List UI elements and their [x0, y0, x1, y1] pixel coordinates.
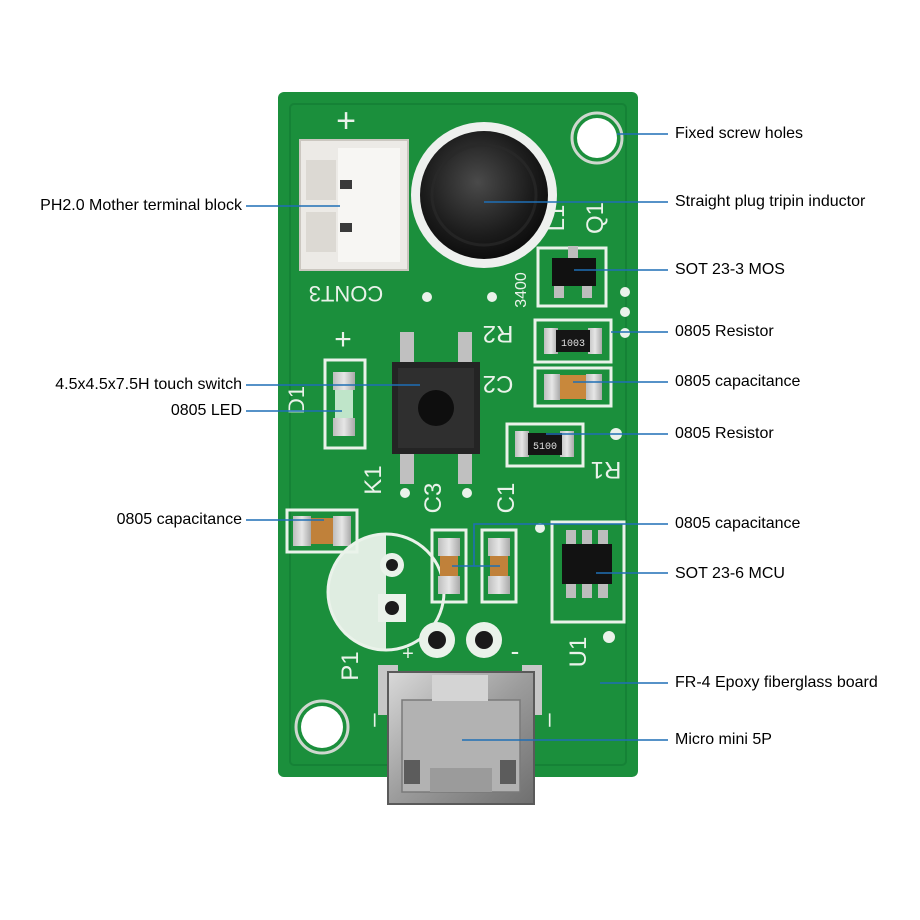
silk-d1: D1 — [284, 386, 309, 414]
silk-3400: 3400 — [513, 272, 530, 308]
mos-transistor — [536, 246, 608, 308]
callout-screw-holes: Fixed screw holes — [675, 125, 804, 142]
callout-resistor-top: 0805 Resistor — [675, 323, 774, 340]
callout-cap-mid: 0805 capacitance — [675, 515, 801, 532]
screw-hole-top — [570, 111, 624, 165]
capacitor-c1 — [480, 528, 518, 604]
silk-minus-p1: - — [511, 636, 520, 666]
silk-r2: R2 — [483, 320, 514, 347]
silk-plus-top: + — [336, 102, 356, 140]
silk-p1: P1 — [337, 651, 364, 680]
silk-minus-usb-right: – — [535, 713, 562, 727]
power-pads — [419, 622, 502, 658]
silk-minus-usb-left: – — [360, 713, 387, 727]
silk-cont3: CONT3 — [309, 281, 384, 306]
resistor-r2 — [533, 318, 613, 364]
silk-c2: C2 — [483, 370, 514, 397]
inductor — [411, 122, 557, 268]
callout-terminal: PH2.0 Mother terminal block — [40, 197, 242, 214]
callout-cap-left: 0805 capacitance — [116, 511, 242, 528]
callout-board: FR-4 Epoxy fiberglass board — [675, 674, 878, 691]
resistor-r1 — [505, 422, 585, 468]
silk-plus-led: + — [334, 323, 352, 356]
callout-cap-right: 0805 capacitance — [675, 373, 801, 390]
silk-plus-p1: + — [402, 643, 414, 665]
silk-q1: Q1 — [582, 202, 609, 234]
leader-cap-mid — [452, 523, 668, 567]
via-pads-left — [378, 553, 406, 622]
silk-u1: U1 — [565, 637, 592, 668]
r2-marking: 1003 — [561, 339, 585, 350]
callout-resistor-bottom: 0805 Resistor — [675, 425, 774, 442]
terminal-block — [299, 139, 409, 271]
led — [323, 358, 367, 450]
callout-switch: 4.5x4.5x7.5H touch switch — [55, 376, 242, 393]
capacitor-left — [285, 508, 359, 554]
silk-c1: C1 — [493, 483, 520, 514]
silk-k1: K1 — [360, 465, 387, 494]
callout-led: 0805 LED — [170, 402, 242, 419]
touch-switch — [392, 332, 480, 484]
usb-connector — [378, 665, 542, 805]
screw-hole-bottom — [294, 699, 350, 755]
silk-r1: R1 — [591, 456, 622, 483]
callout-mcu: SOT 23-6 MCU — [675, 565, 785, 582]
mcu — [550, 520, 626, 624]
callout-usb: Micro mini 5P — [675, 731, 772, 748]
leader-lines — [246, 133, 668, 741]
silk-c3: C3 — [420, 483, 447, 514]
callout-inductor: Straight plug tripin inductor — [675, 193, 866, 210]
callout-mos: SOT 23-3 MOS — [675, 261, 785, 278]
capacitor-c2 — [533, 366, 613, 408]
r1-marking: 5100 — [533, 442, 557, 453]
vias — [400, 287, 630, 643]
silk-l1: L1 — [543, 205, 570, 232]
